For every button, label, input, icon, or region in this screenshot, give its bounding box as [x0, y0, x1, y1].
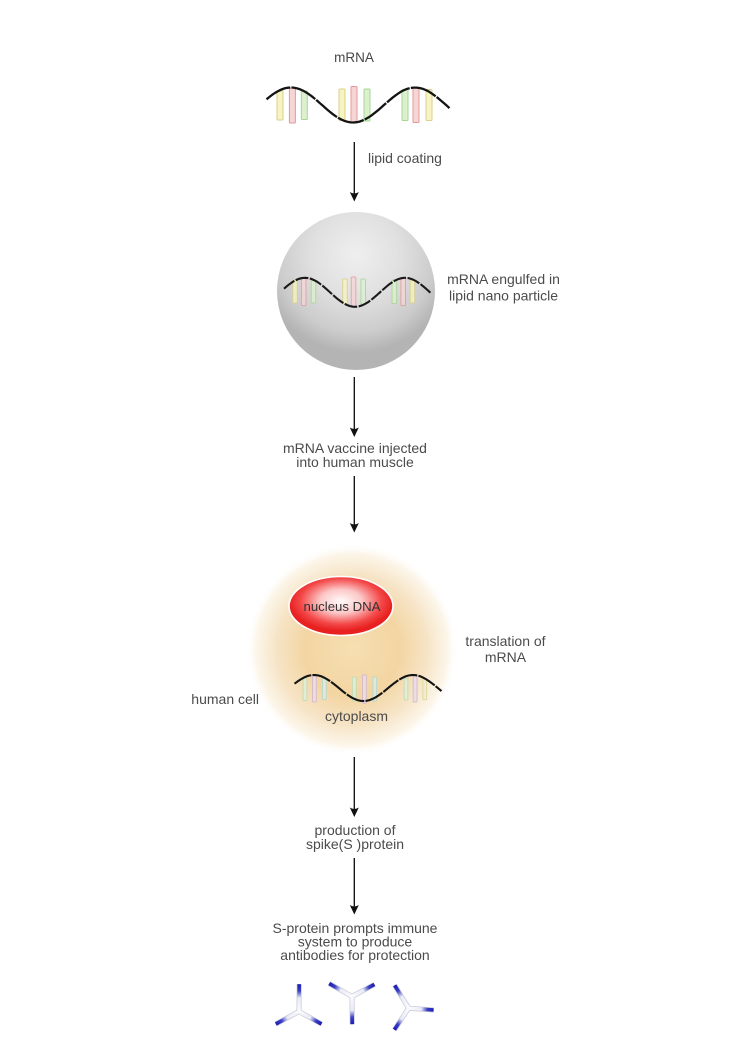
svg-text:antibodies for protection: antibodies for protection [280, 947, 429, 963]
svg-text:mRNA engulfed in: mRNA engulfed in [447, 271, 560, 287]
svg-text:lipid coating: lipid coating [368, 150, 442, 166]
svg-text:mRNA: mRNA [485, 649, 527, 665]
svg-text:mRNA: mRNA [334, 50, 374, 65]
svg-text:mRNA vaccine injected: mRNA vaccine injected [283, 440, 427, 456]
svg-text:spike(S )protein: spike(S )protein [306, 836, 404, 852]
svg-text:system to produce: system to produce [298, 934, 413, 950]
svg-text:cytoplasm: cytoplasm [325, 708, 388, 724]
svg-text:nucleus DNA: nucleus DNA [304, 599, 381, 614]
svg-text:S-protein prompts immune: S-protein prompts immune [273, 920, 438, 936]
svg-text:human cell: human cell [191, 691, 259, 707]
svg-text:translation of: translation of [465, 633, 545, 649]
svg-text:production of: production of [315, 822, 396, 838]
svg-text:lipid nano particle: lipid nano particle [449, 288, 558, 304]
svg-text:into human muscle: into human muscle [296, 454, 414, 470]
